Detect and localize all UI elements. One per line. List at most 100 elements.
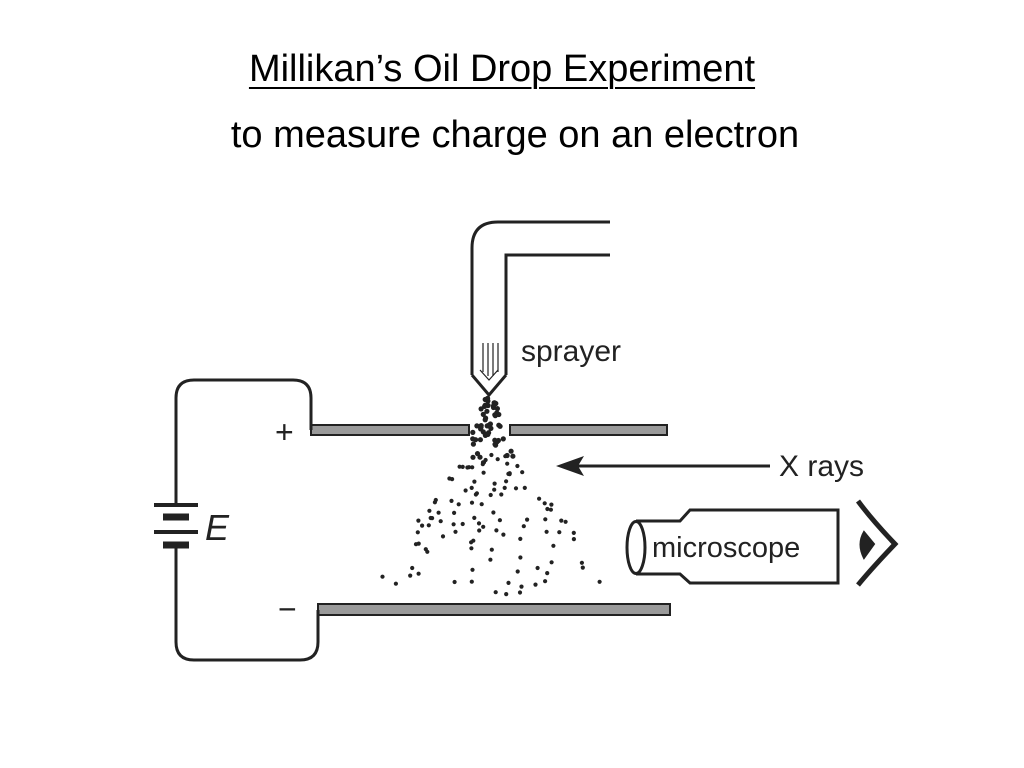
oil-droplet — [477, 437, 483, 443]
oil-droplet — [537, 496, 542, 501]
oil-droplet — [495, 457, 500, 462]
oil-droplet — [580, 565, 585, 570]
negative-plate — [317, 603, 671, 616]
oil-droplet — [494, 528, 499, 533]
oil-droplet — [484, 408, 490, 414]
oil-droplet — [481, 470, 486, 475]
oil-droplet — [559, 518, 564, 523]
oil-droplet — [549, 502, 554, 507]
oil-droplet — [416, 541, 421, 546]
oil-droplet — [543, 579, 548, 584]
oil-droplet — [490, 403, 497, 409]
oil-droplet — [557, 530, 562, 535]
oil-droplet — [503, 454, 508, 459]
oil-droplet — [469, 579, 474, 584]
oil-droplet — [522, 485, 527, 490]
eye-icon — [855, 499, 899, 587]
xray-arrow — [556, 456, 770, 476]
oil-droplet — [416, 518, 421, 523]
plus-sign: + — [275, 414, 294, 450]
microscope-label: microscope — [652, 532, 800, 564]
oil-droplet — [432, 500, 437, 505]
oil-droplet — [525, 517, 530, 522]
oil-droplet — [510, 453, 516, 459]
oil-droplet — [505, 461, 510, 466]
xrays-label: X rays — [779, 450, 864, 483]
oil-droplet — [482, 396, 488, 403]
oil-droplet — [452, 510, 457, 515]
oil-droplet — [440, 534, 446, 539]
oil-droplet — [436, 510, 441, 515]
oil-droplet — [488, 492, 493, 498]
oil-droplet — [438, 519, 443, 524]
oil-droplet — [543, 517, 548, 522]
oil-droplet — [492, 487, 497, 492]
oil-droplet — [469, 540, 474, 545]
sprayer — [470, 220, 610, 398]
oil-droplet — [469, 500, 475, 505]
oil-droplet — [506, 471, 511, 476]
oil-droplet — [380, 574, 385, 579]
oil-droplet — [408, 573, 413, 578]
oil-droplet — [481, 524, 486, 529]
oil-droplet — [508, 448, 514, 454]
oil-droplet — [463, 488, 468, 493]
oil-droplet — [571, 537, 577, 542]
oil-droplet — [470, 567, 475, 572]
oil-droplet — [476, 521, 482, 526]
oil-droplet — [453, 529, 458, 534]
sprayer-label: sprayer — [521, 335, 621, 368]
oil-droplet — [489, 452, 494, 458]
oil-droplet — [492, 412, 498, 418]
oil-droplet — [535, 565, 540, 571]
oil-droplet — [470, 454, 476, 460]
minus-sign: − — [278, 591, 297, 627]
oil-droplet — [533, 582, 538, 587]
oil-droplet — [519, 584, 524, 589]
oil-droplet — [548, 507, 554, 512]
oil-droplet — [504, 592, 509, 597]
sprayer-nozzle — [470, 374, 508, 398]
microscope — [625, 508, 840, 585]
circuit-wire — [174, 378, 320, 662]
spray-flow-lines — [479, 343, 499, 381]
oil-droplet — [478, 424, 484, 430]
oil-droplet — [456, 502, 461, 507]
oil-droplet — [460, 521, 465, 527]
oil-droplet — [465, 465, 470, 470]
oil-droplet — [480, 411, 486, 417]
oil-droplet — [497, 423, 503, 429]
oil-droplet — [472, 515, 477, 521]
oil-droplet — [425, 549, 430, 554]
oil-droplet — [482, 403, 488, 409]
oil-droplet — [479, 502, 484, 507]
oil-droplet — [472, 479, 477, 484]
oil-droplet — [473, 492, 478, 497]
oil-droplet — [491, 510, 496, 515]
oil-droplet — [430, 516, 435, 521]
oil-droplet — [451, 522, 456, 527]
oil-droplet — [492, 481, 497, 486]
oil-droplet — [513, 486, 519, 491]
oil-droplet — [551, 543, 556, 548]
oil-droplet — [488, 557, 493, 562]
oil-droplet — [517, 590, 523, 595]
sprayer-outer-wall — [470, 220, 610, 375]
oil-droplet — [484, 423, 490, 429]
oil-droplet — [470, 441, 476, 447]
oil-droplet — [477, 528, 482, 533]
slide-subtitle: to measure charge on an electron — [230, 114, 800, 156]
oil-droplet — [460, 464, 465, 469]
oil-droplet — [597, 579, 602, 584]
oil-droplet — [469, 546, 474, 551]
oil-droplet — [504, 479, 509, 484]
oil-droplet — [544, 529, 549, 534]
oil-droplet — [549, 560, 554, 565]
oil-droplet — [494, 439, 500, 445]
oil-droplet — [489, 547, 494, 552]
oil-droplet — [518, 536, 523, 542]
oil-droplet — [410, 565, 415, 571]
oil-droplet — [520, 470, 525, 475]
oil-droplet — [415, 530, 420, 535]
